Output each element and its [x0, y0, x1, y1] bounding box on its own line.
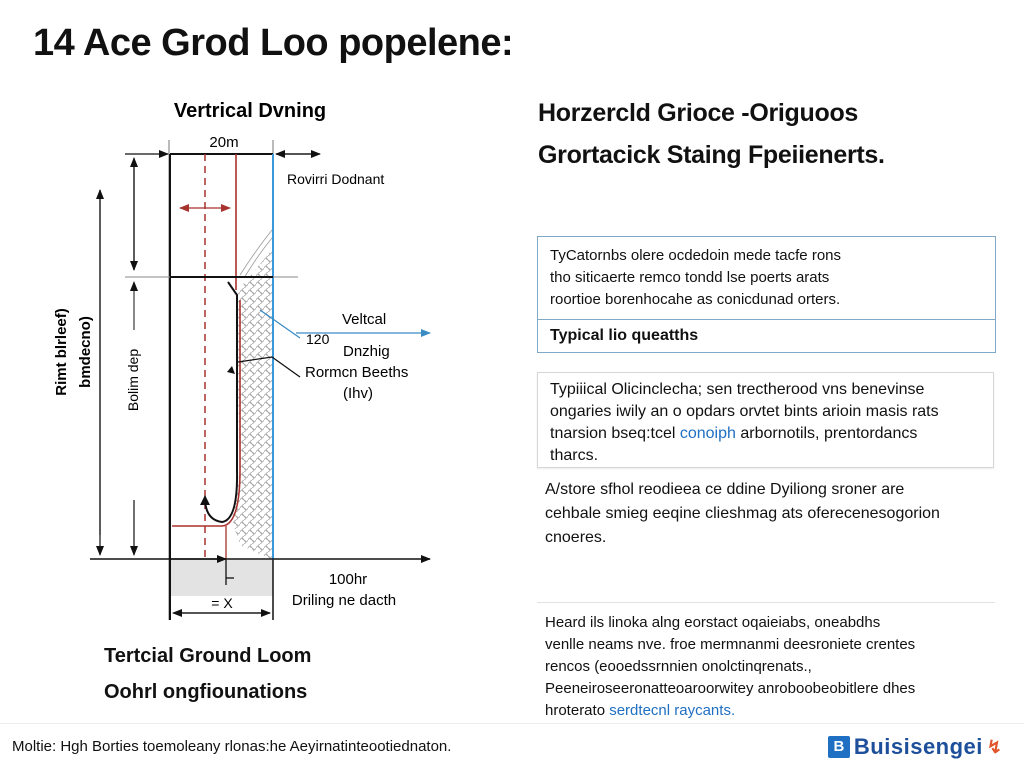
diagram-heading: Vertrical Dvning: [174, 100, 326, 122]
bottom-line: rencos (eooedssrnnien onolctinqrenats.,: [545, 658, 812, 675]
section-divider: [537, 602, 995, 603]
right-heading-line2: Grortacick Staing Fpeiienerts.: [538, 141, 885, 169]
page-title: 14 Ace Grod Loo popelene:: [33, 22, 514, 64]
bottom-link[interactable]: serdtecnl raycants.: [609, 702, 736, 719]
info-line: roortioe borenhocahe as conicdunad orter…: [550, 291, 841, 308]
bottom-label: Driling ne dacth: [292, 592, 396, 609]
card-line: tharcs.: [550, 447, 599, 464]
card-line: ongaries iwily an o opdars orvtet bints …: [550, 403, 939, 420]
diagram-caption: Tertcial Ground Loom Oohrl ongfiounation…: [104, 638, 311, 710]
left-axis-label: Rimt blrleef): [53, 308, 70, 396]
description-card: Typiiical Olicinclecha; sen trectherood …: [537, 372, 994, 468]
footer: Moltie: Hgh Borties toemoleany rlonas:he…: [0, 723, 1024, 769]
left-axis-label-line2: bmdecno): [77, 316, 94, 388]
right-heading-line1: Horzercld Grioce -Origuoos: [538, 99, 859, 127]
callout-line3: Rormcn Beeths: [305, 364, 408, 381]
paragraph: A/store sfhol reodieea ce ddine Dyiliong…: [545, 478, 995, 550]
brand-mark-icon: ↯: [986, 736, 1002, 757]
callout-vertical: Veltcal: [342, 311, 386, 328]
inner-axis-label: Bolim dep: [125, 349, 141, 411]
card-text: arbornotils, prentordancs: [735, 425, 918, 442]
card-line: Typiiical Olicinclecha; sen trectherood …: [550, 381, 925, 398]
bottom-line: hroterato serdtecnl raycants.: [545, 700, 1000, 722]
card-link[interactable]: conoiph: [679, 425, 736, 442]
info-box-body: TyCatornbs olere ocdedoin mede tacfe ron…: [538, 237, 995, 319]
brand-name: Buisisengei: [853, 734, 983, 759]
bottom-value: 100hr: [329, 571, 367, 588]
callout-symbol: 120: [306, 331, 330, 347]
brand-logo-icon: B: [827, 736, 850, 758]
bottom-paragraph: Heard ils linoka alng eorstact oqaieiabs…: [545, 612, 1000, 722]
info-box: TyCatornbs olere ocdedoin mede tacfe ron…: [537, 236, 996, 353]
top-dimension-label: 20m: [209, 134, 238, 151]
bottom-width-label: = X: [211, 595, 233, 611]
left-axis-label-line1: Rimt blrleef): [53, 308, 70, 396]
bottom-line: Peeneiroseeronatteoaroorwitey anroboobeo…: [545, 680, 916, 697]
caption-line2: Oohrl ongfiounations: [104, 681, 308, 703]
paragraph-line: A/store sfhol reodieea ce ddine Dyiliong…: [545, 481, 905, 498]
brand-logo[interactable]: B Buisisengei ↯: [827, 734, 1002, 760]
bottom-text: hroterato: [545, 702, 610, 719]
info-box-footer: Typical lio queatths: [538, 319, 995, 352]
left-axis-label-2: bmdecno): [77, 316, 94, 388]
paragraph-line: cnoeres.: [545, 529, 607, 546]
callout-line2: Dnzhig: [343, 343, 390, 360]
right-top-label: Rovirri Dodnant: [287, 171, 384, 187]
callout-line4: (Ihv): [343, 385, 373, 402]
paragraph-line: cehbale smieg eeqine clieshmag ats ofere…: [545, 505, 940, 522]
footer-note: Moltie: Hgh Borties toemoleany rlonas:he…: [12, 738, 452, 755]
card-text: tnarsion bseq:tcel: [550, 425, 680, 442]
right-panel-heading: Horzercld Grioce -Origuoos Grortacick St…: [538, 92, 885, 176]
bottom-line: venlle neams nve. froe mermnanmi deesron…: [545, 636, 916, 653]
bottom-line: Heard ils linoka alng eorstact oqaieiabs…: [545, 614, 881, 631]
caption-line1: Tertcial Ground Loom: [104, 645, 312, 667]
card-line: tnarsion bseq:tcel conoiph arbornotils, …: [550, 423, 981, 445]
vertical-drilling-diagram: Vertrical Dvning 20m Rovirri Dodnant: [0, 0, 520, 720]
info-line: TyCatornbs olere ocdedoin mede tacfe ron…: [550, 247, 841, 264]
info-line: tho siticaerte remco tondd lse poerts ar…: [550, 269, 830, 286]
